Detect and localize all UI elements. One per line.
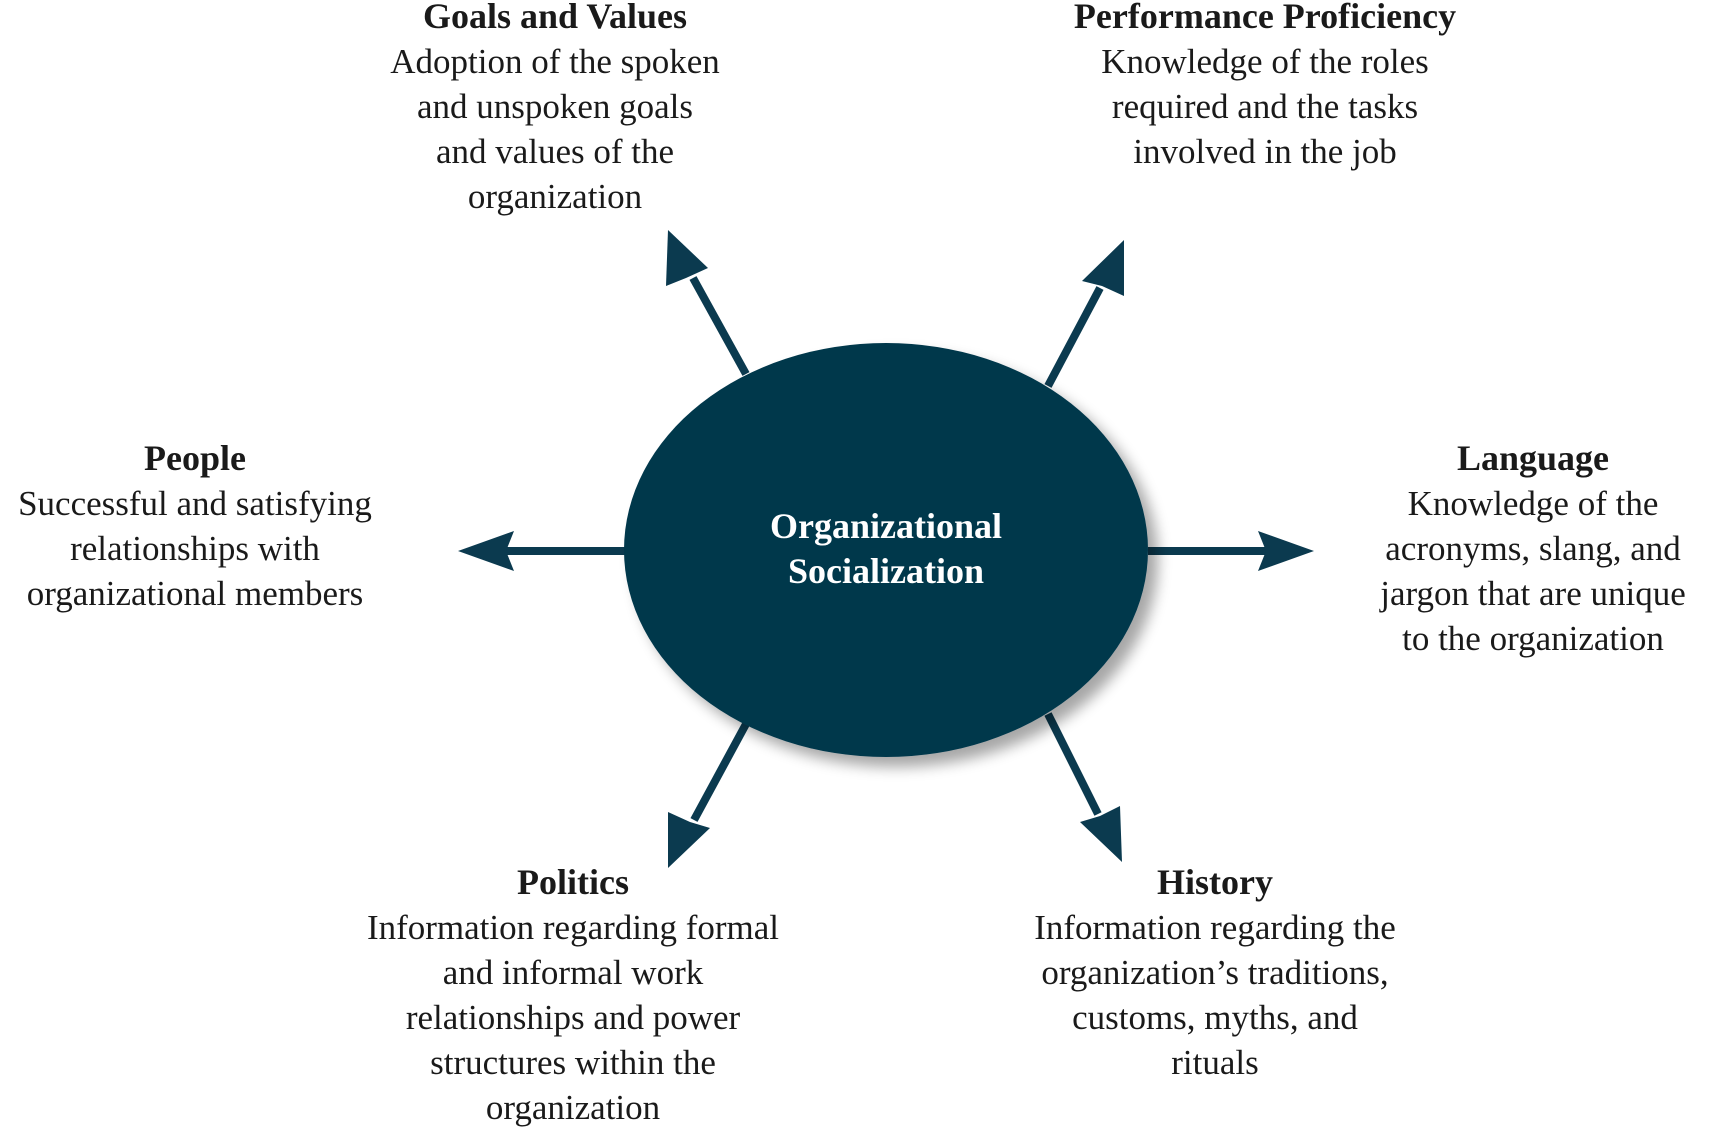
branch-title: Language	[1456, 438, 1610, 478]
arrow-to-people	[458, 531, 626, 571]
branch-history: History Information regarding the organi…	[1005, 860, 1425, 1085]
branch-description: Adoption of the spoken and unspoken goal…	[390, 42, 720, 216]
arrow-to-history	[1044, 712, 1122, 862]
branch-goals-and-values: Goals and Values Adoption of the spoken …	[335, 0, 775, 219]
branch-description: Information regarding formal and informa…	[366, 908, 780, 1127]
branch-description: Information regarding the organization’s…	[1034, 908, 1396, 1082]
branch-people: People Successful and satisfying relatio…	[0, 436, 395, 616]
arrow-to-language	[1148, 531, 1314, 571]
branch-language: Language Knowledge of the acronyms, slan…	[1348, 436, 1718, 661]
branch-description: Successful and satisfying relationships …	[18, 484, 372, 613]
center-label: Organizational Socialization	[770, 506, 1002, 591]
branch-title: Politics	[517, 862, 629, 902]
arrow-to-politics	[668, 722, 750, 868]
branch-title: People	[144, 438, 246, 478]
branch-description: Knowledge of the acronyms, slang, and ja…	[1380, 484, 1686, 658]
branch-title: History	[1157, 862, 1273, 902]
organizational-socialization-node	[624, 343, 1148, 757]
arrow-to-goals-and-values	[666, 230, 750, 376]
branch-title: Performance Proficiency	[1073, 0, 1457, 36]
branch-description: Knowledge of the roles required and the …	[1101, 42, 1429, 171]
arrow-to-performance-proficiency	[1044, 240, 1124, 388]
branch-title: Goals and Values	[422, 0, 688, 36]
branch-performance-proficiency: Performance Proficiency Knowledge of the…	[1040, 0, 1490, 174]
branch-politics: Politics Information regarding formal an…	[318, 860, 828, 1130]
